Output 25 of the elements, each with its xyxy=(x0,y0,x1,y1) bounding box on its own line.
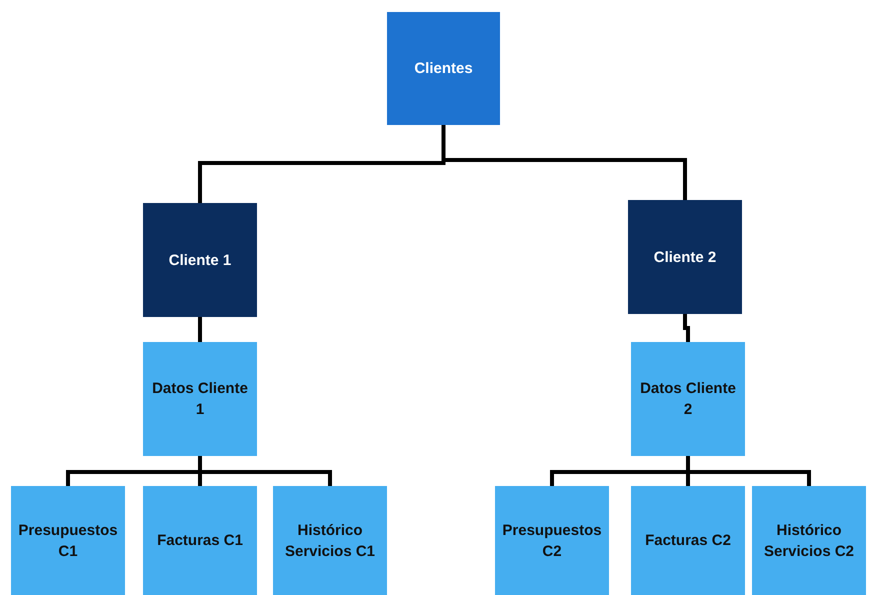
connector-line xyxy=(442,125,687,200)
org-box xyxy=(273,486,387,595)
org-box xyxy=(628,200,742,314)
box-label: Datos Cliente 1 xyxy=(151,379,249,420)
org-box xyxy=(143,486,257,595)
org-box xyxy=(631,342,745,456)
box-label: Cliente 1 xyxy=(168,250,232,270)
org-box xyxy=(752,486,866,595)
box-label: Histórico Servicios C2 xyxy=(762,520,856,562)
box-label: Cliente 2 xyxy=(654,248,716,268)
org-box xyxy=(387,12,500,125)
org-box xyxy=(11,486,125,595)
org-box xyxy=(143,203,257,317)
org-box xyxy=(631,486,745,595)
org-box xyxy=(495,486,609,595)
connector-line xyxy=(683,314,690,342)
connector-line xyxy=(198,317,202,342)
box-label: Clientes xyxy=(414,59,473,79)
box-label: Histórico Servicios C1 xyxy=(284,520,376,562)
org-box xyxy=(143,342,257,456)
box-label: Presupuestos C1 xyxy=(17,520,119,562)
box-label: Datos Cliente 2 xyxy=(639,379,737,420)
box-label: Facturas C2 xyxy=(645,531,731,551)
box-label: Presupuestos C2 xyxy=(501,520,603,562)
box-label: Facturas C1 xyxy=(157,531,243,551)
